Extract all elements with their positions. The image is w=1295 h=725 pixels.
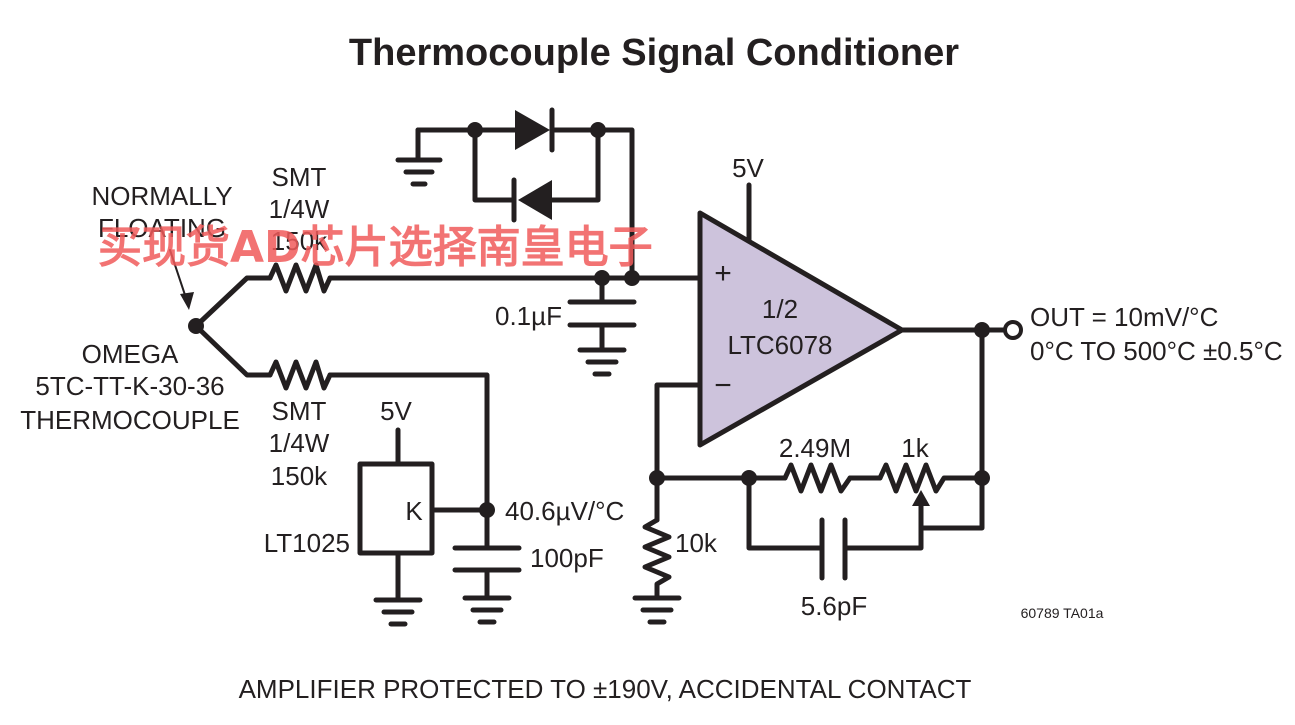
label-smt-bottom: SMT	[272, 396, 327, 426]
label-watt-top: 1/4W	[269, 194, 330, 224]
resistor-2.49m	[782, 462, 853, 494]
label-5.6pf: 5.6pF	[801, 591, 868, 621]
resistor-150k-top	[267, 262, 333, 294]
label-normally: NORMALLY	[91, 181, 232, 211]
capacitor-0.1uf	[567, 299, 637, 328]
junction-dots	[188, 122, 1023, 518]
ground-symbol-cap1	[577, 347, 627, 377]
potentiometer-1k	[877, 462, 953, 515]
page-title: Thermocouple Signal Conditioner	[349, 32, 959, 74]
ground-symbol-cap2	[462, 595, 512, 625]
label-opamp-half: 1/2	[762, 294, 798, 324]
label-thermocouple: THERMOCOUPLE	[20, 405, 240, 435]
diode-reverse	[511, 177, 552, 223]
label-minus: −	[714, 369, 732, 402]
label-10k: 10k	[675, 528, 718, 558]
capacitor-5.6pf	[819, 517, 848, 581]
label-lt1025: LT1025	[264, 528, 350, 558]
label-plus: +	[714, 257, 732, 290]
label-omega: OMEGA	[82, 339, 179, 369]
capacitor-100pf	[452, 545, 522, 573]
label-cap-100pf: 100pF	[530, 543, 604, 573]
floating-arrow	[169, 249, 194, 310]
label-1k: 1k	[901, 433, 929, 463]
label-2.49m: 2.49M	[779, 433, 851, 463]
watermark: 买现货AD芯片选择南皇电子	[98, 222, 653, 273]
diode-forward	[515, 107, 555, 153]
ground-symbol-diode	[395, 157, 443, 187]
resistor-10k	[642, 517, 672, 591]
label-5v-opamp: 5V	[732, 153, 764, 183]
label-smt-top: SMT	[272, 162, 327, 192]
ground-symbol-10k	[632, 595, 682, 625]
label-watt-bottom: 1/4W	[269, 428, 330, 458]
figure-code: 60789 TA01a	[1021, 605, 1104, 621]
ground-symbol-lt1025	[373, 597, 423, 627]
label-150k-top: 150k	[271, 226, 328, 256]
footer-note: AMPLIFIER PROTECTED TO ±190V, ACCIDENTAL…	[239, 674, 972, 704]
label-k-pin: K	[405, 496, 423, 526]
label-range: 0°C TO 500°C ±0.5°C	[1030, 336, 1283, 366]
opamp-triangle	[697, 210, 905, 448]
label-coeff: 40.6µV/°C	[505, 496, 624, 526]
lt1025-box	[357, 461, 435, 556]
label-cap-0.1uf: 0.1µF	[495, 301, 562, 331]
label-model: 5TC-TT-K-30-36	[35, 371, 224, 401]
label-5v-ref: 5V	[380, 396, 412, 426]
label-out: OUT = 10mV/°C	[1030, 302, 1218, 332]
resistor-150k-bottom	[267, 359, 333, 391]
label-opamp-name: LTC6078	[727, 330, 832, 360]
label-floating: FLOATING	[98, 213, 226, 243]
label-150k-bottom: 150k	[271, 461, 328, 491]
